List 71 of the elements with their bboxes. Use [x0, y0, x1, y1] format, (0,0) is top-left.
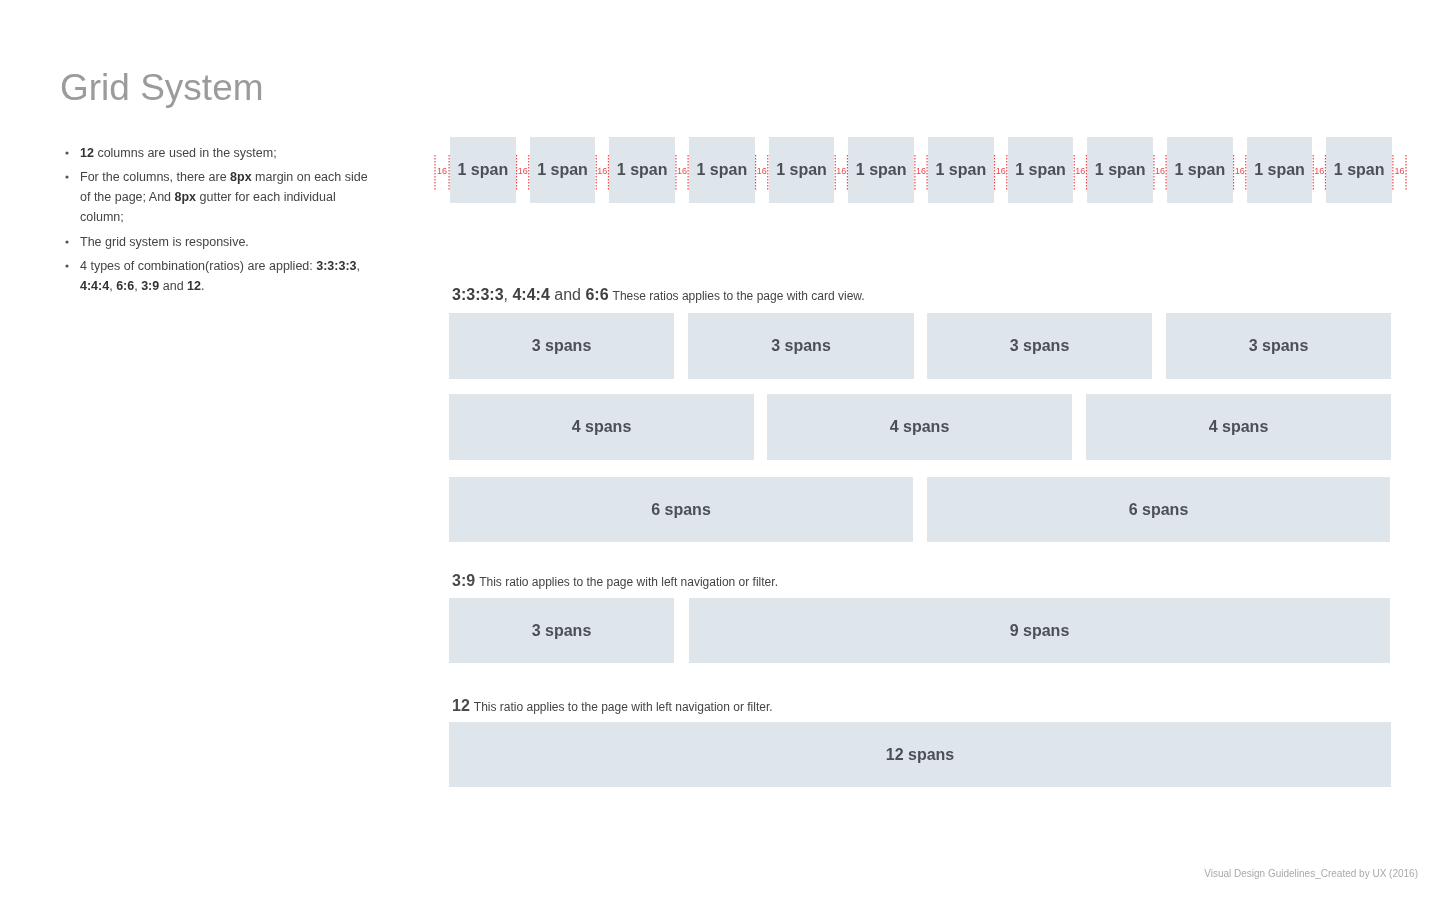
column-block — [689, 137, 755, 203]
column-block — [450, 137, 516, 203]
section-note: These ratios applies to the page with card view. — [612, 289, 865, 303]
bullet-text: 12 columns are used in the system; — [80, 145, 278, 162]
span-count-label: 6 spans — [1128, 500, 1189, 519]
span-count-label: 3 spans — [771, 337, 831, 355]
column-block — [927, 477, 1390, 542]
span-count-label: 1 span — [537, 161, 588, 179]
bullet-text: The grid system is responsive. — [80, 234, 250, 251]
section-note: This ratio applies to the page with left navigation or filter. — [479, 575, 778, 589]
span-count-label: 9 spans — [1009, 621, 1070, 640]
span-count-label: 3 spans — [1009, 337, 1070, 355]
column-block — [1167, 137, 1233, 203]
column-block — [928, 137, 994, 203]
column-block — [927, 313, 1152, 379]
footer-credit: Visual Design Guidelines_Created by UX (2016) — [1204, 868, 1418, 879]
gutter-size: 16 — [677, 166, 687, 177]
span-count-label: 4 spans — [571, 418, 632, 436]
column-block — [768, 137, 835, 203]
column-block — [688, 313, 914, 379]
gutter-size: 16 — [1394, 166, 1405, 177]
gutter-size: 16 — [1234, 166, 1245, 177]
span-count-label: 3 spans — [531, 621, 592, 640]
span-count-label: 1 span — [935, 161, 987, 179]
gutter-size: 16 — [1155, 166, 1165, 177]
column-block — [449, 477, 913, 542]
span-count-label: 4 spans — [1208, 418, 1269, 436]
span-count-label: 1 span — [1254, 161, 1305, 179]
column-block — [767, 394, 1072, 460]
column-block — [848, 137, 914, 203]
column-block — [609, 137, 675, 203]
gutter-size: 16 — [1075, 166, 1086, 177]
span-count-label: 3 spans — [531, 337, 592, 355]
column-block — [1326, 137, 1392, 203]
span-count-label: 1 span — [1015, 161, 1066, 179]
span-count-label: 1 span — [1094, 161, 1146, 179]
span-count-label: 1 span — [1333, 161, 1385, 179]
bullet-text: 4 types of combination(ratios) are applied: 3:3:3:3, 4:4:4, 6:6, 3:9 and 12. — [80, 258, 362, 295]
span-count-label: 3 spans — [1248, 337, 1309, 355]
span-count-label: 1 span — [1174, 161, 1226, 179]
column-block — [449, 722, 1391, 787]
column-block — [449, 394, 754, 460]
column-block — [529, 137, 596, 203]
gutter-size: 16 — [836, 166, 847, 177]
span-count-label: 6 spans — [651, 500, 711, 519]
span-count-label: 1 span — [855, 161, 907, 179]
page-title: Grid System — [60, 66, 264, 110]
span-count-label: 1 span — [457, 161, 509, 179]
gutter-size: 16 — [1314, 166, 1325, 177]
bullet-text: For the columns, there are 8px margin on each side of the page; And 8px gutter for each individual column; — [80, 169, 369, 226]
gutter-size: 16 — [916, 166, 926, 177]
span-count-label: 1 span — [776, 161, 827, 179]
column-block — [1086, 394, 1391, 460]
column-block — [449, 598, 674, 663]
gutter-size: 16 — [995, 166, 1006, 177]
column-block — [1087, 137, 1153, 203]
section-heading: 3:9 — [452, 572, 476, 590]
gutter-size: 16 — [437, 166, 448, 177]
column-block — [449, 313, 674, 379]
span-count-label: 1 span — [616, 161, 668, 179]
column-block — [1007, 137, 1074, 203]
column-block — [1246, 137, 1313, 203]
section-heading: 12 — [452, 697, 470, 715]
column-block — [1166, 313, 1391, 379]
span-count-label: 12 spans — [885, 745, 955, 764]
span-count-label: 4 spans — [889, 418, 950, 436]
span-count-label: 1 span — [696, 161, 748, 179]
gutter-size: 16 — [517, 166, 528, 177]
gutter-size: 16 — [597, 166, 608, 177]
column-block — [689, 598, 1390, 663]
gutter-size: 16 — [756, 166, 767, 177]
